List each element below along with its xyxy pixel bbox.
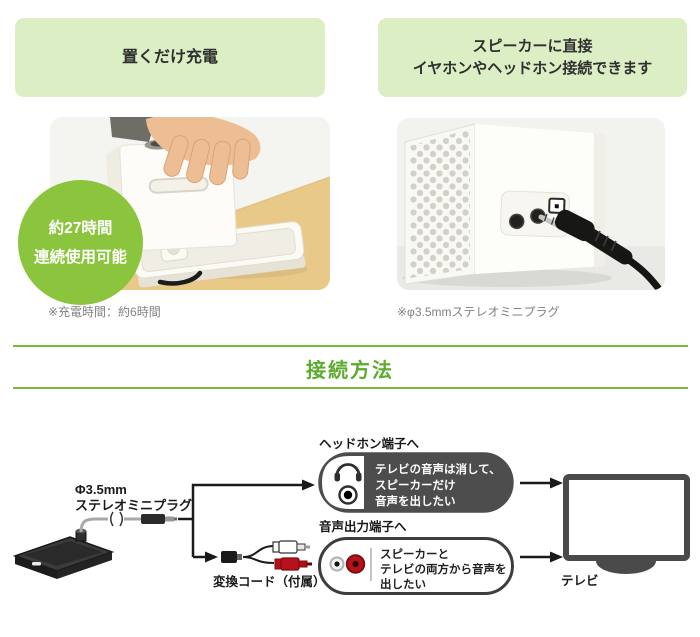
- photo-speaker-on-dock: [50, 117, 330, 290]
- audio-cable: [79, 511, 141, 533]
- transmitter-illustration: [12, 528, 115, 579]
- tv-illustration: [563, 474, 690, 574]
- arrow-to-cord: [205, 551, 218, 563]
- headphone-option-box: テレビの音声は消して、 スピーカーだけ 音声を出したい: [318, 452, 514, 513]
- jack-panel: [500, 190, 570, 238]
- headphone-text-line2: スピーカーだけ: [375, 479, 456, 492]
- audio-output-label: 音声出力端子へ: [319, 519, 407, 534]
- plug-cable: [619, 252, 663, 290]
- banner-direct-connect: スピーカーに直接 イヤホンやヘッドホン接続できます: [378, 18, 687, 97]
- headphone-text-line1: テレビの音声は消して、: [375, 462, 501, 476]
- plug-label-line1: Φ3.5mm: [75, 482, 127, 497]
- banner-right-line2: イヤホンやヘッドホン接続できます: [412, 59, 653, 77]
- hand: [110, 117, 261, 186]
- plug-label-line2: ステレオミニプラグ: [75, 498, 192, 513]
- dock-cable: [157, 270, 203, 286]
- cable-break-icon: [110, 511, 123, 527]
- arrowheads: [205, 477, 563, 563]
- rca-red-jack-icon: [345, 554, 366, 574]
- arrow-to-tv-bottom: [550, 551, 563, 563]
- tv-stand: [596, 561, 656, 574]
- audio-text-line1: スピーカーと: [380, 548, 449, 561]
- badge-line2: 連続使用可能: [33, 248, 127, 266]
- badge-line1: 約27時間: [48, 219, 113, 237]
- inserted-plug: [538, 209, 663, 290]
- arrow-to-headphone-box: [302, 479, 315, 491]
- section-title: 接続方法: [306, 360, 394, 382]
- headphone-icon: [334, 463, 362, 482]
- headphone-jack-label: ヘッドホン端子へ: [319, 436, 420, 451]
- headphone-jack-hole-icon: [338, 485, 358, 505]
- banner-left-text: 置くだけ充電: [121, 48, 218, 66]
- audio-option-box: スピーカーと テレビの両方から音声を 出したい: [318, 537, 514, 595]
- rca-red-plug-icon: [274, 557, 312, 571]
- conversion-cord-icon: [221, 540, 312, 571]
- photo-plug-into-speaker: [397, 118, 665, 290]
- plug-photo-illustration: [397, 118, 665, 290]
- audio-text-line3: 出したい: [380, 577, 426, 591]
- cord-label: 変換コード（付属）: [213, 574, 326, 589]
- stereo-mini-plug-icon: [141, 514, 177, 524]
- dock-photo-illustration: [50, 117, 330, 290]
- headphone-text-line3: 音声を出したい: [375, 494, 456, 508]
- audio-text-line2: テレビの両方から音声を: [380, 562, 507, 576]
- branch-lines: [178, 481, 550, 559]
- rca-white-jack-icon: [329, 556, 345, 572]
- caption-mini-plug: ※φ3.5mmステレオミニプラグ: [397, 305, 560, 319]
- battery-life-badge: 約27時間 連続使用可能: [18, 180, 143, 305]
- connection-diagram: Φ3.5mm ステレオミニプラグ: [12, 436, 690, 595]
- banner-drop-charge: 置くだけ充電: [15, 18, 325, 97]
- banner-right-line1: スピーカーに直接: [472, 37, 593, 55]
- tv-label: テレビ: [561, 573, 599, 588]
- divider-bottom-line: [13, 387, 688, 389]
- rca-white-plug-icon: [272, 540, 310, 554]
- caption-charge-time: ※充電時間：約6時間: [48, 305, 161, 319]
- arrow-to-tv-top: [550, 477, 563, 489]
- divider-top-line: [13, 345, 688, 347]
